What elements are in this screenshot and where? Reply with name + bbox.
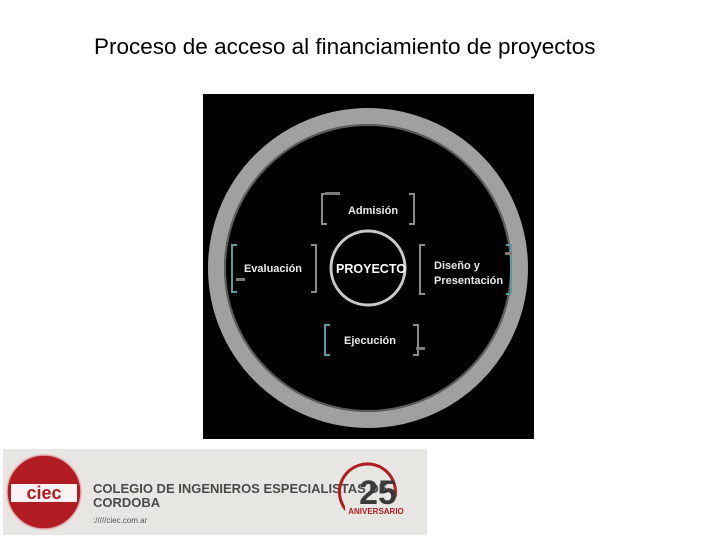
- org-name-line2: CORDOBA: [93, 495, 161, 510]
- stage-diseno-label-line2: Presentación: [434, 275, 503, 287]
- anniversary-badge: 25 ANIVERSARIO: [338, 462, 407, 516]
- stage-evaluacion-tab: [236, 278, 245, 281]
- stage-admision-bracket-right: [409, 193, 415, 225]
- stage-ejecucion-tab: [416, 347, 425, 350]
- stage-admision-bracket-left: [321, 193, 327, 225]
- stage-admision-label: Admisión: [348, 205, 398, 217]
- process-cycle-diagram: PROYECTO Admisión Evaluación Diseño y Pr…: [203, 94, 534, 439]
- stage-evaluacion-label: Evaluación: [244, 263, 302, 275]
- ciec-footer-banner: ciec COLEGIO DE INGENIEROS ESPECIALISTAS…: [3, 449, 427, 535]
- anniversary-label: ANIVERSARIO: [348, 507, 404, 516]
- stage-evaluacion-bracket-left: [231, 244, 237, 293]
- stage-evaluacion: Evaluación: [231, 244, 317, 293]
- org-website: ://///ciec.com.ar: [93, 516, 148, 525]
- stage-admision-tab: [325, 192, 340, 195]
- stage-evaluacion-bracket-right: [311, 244, 317, 293]
- stage-admision: Admisión: [321, 192, 415, 225]
- ciec-logo-band: [11, 484, 77, 502]
- stage-ejecucion-bracket-left: [324, 324, 330, 356]
- stage-ejecucion: Ejecución: [324, 324, 425, 356]
- stage-diseno-label-line1: Diseño y: [434, 260, 481, 272]
- stage-diseno: Diseño y Presentación: [419, 244, 512, 295]
- outer-ring: [208, 108, 528, 428]
- stage-ejecucion-label: Ejecución: [344, 335, 396, 347]
- slide-title: Proceso de acceso al financiamiento de p…: [94, 34, 596, 59]
- stage-ejecucion-bracket-right: [413, 324, 419, 356]
- center-circle: [329, 229, 407, 307]
- ciec-logo: ciec: [6, 454, 82, 530]
- anniversary-label-bg: [345, 506, 407, 516]
- org-name-line1: COLEGIO DE INGENIEROS ESPECIALISTAS DE: [93, 481, 388, 496]
- cycle-svg: PROYECTO Admisión Evaluación Diseño y Pr…: [208, 108, 528, 428]
- stage-diseno-bracket-right: [506, 244, 512, 295]
- stage-diseno-tab: [505, 252, 512, 255]
- footer-svg: ciec COLEGIO DE INGENIEROS ESPECIALISTAS…: [6, 454, 407, 530]
- anniversary-arc: [338, 462, 397, 515]
- ciec-logo-ring: [6, 454, 82, 530]
- anniversary-number: 25: [359, 474, 397, 512]
- center-label: PROYECTO: [336, 262, 406, 276]
- stage-diseno-bracket-left: [419, 244, 425, 295]
- ciec-logo-text: ciec: [26, 483, 61, 503]
